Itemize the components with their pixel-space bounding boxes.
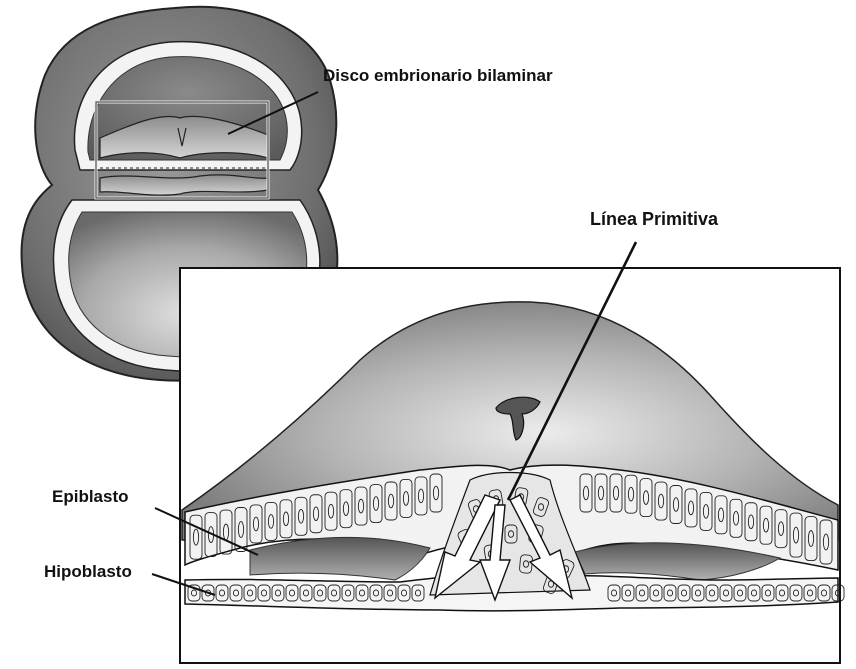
label-hipoblasto: Hipoblasto <box>44 562 132 581</box>
label-epiblasto: Epiblasto <box>52 487 129 506</box>
left-gap-shadow <box>250 537 430 580</box>
label-linea-primitiva: Línea Primitiva <box>590 209 719 229</box>
label-disco-embrionario: Disco embrionario bilaminar <box>323 66 553 85</box>
detail-panel <box>180 268 844 663</box>
overview-hypoblast-layer <box>100 175 268 195</box>
